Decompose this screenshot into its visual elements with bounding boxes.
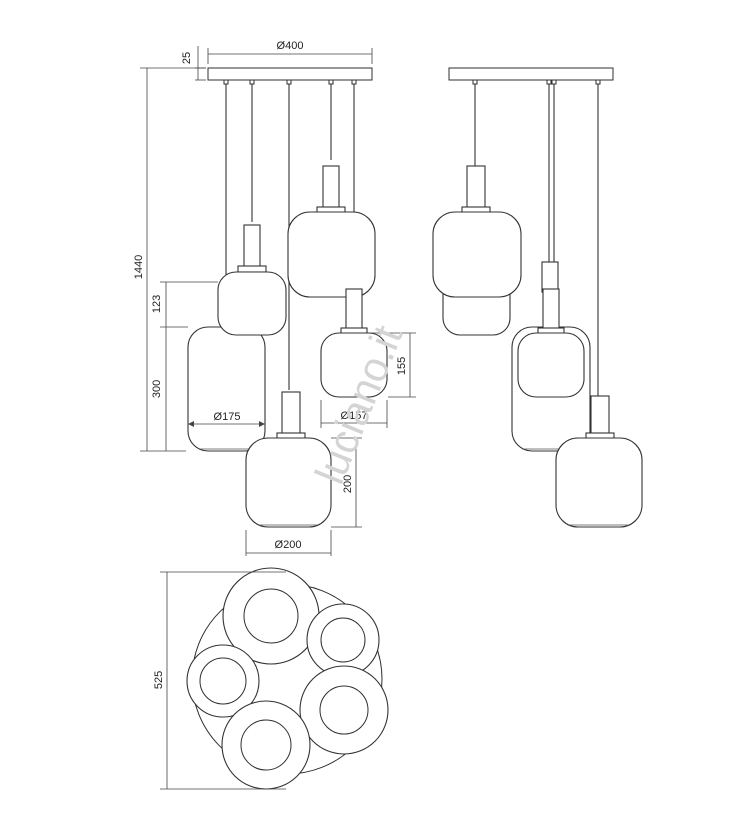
side-large-shade — [555, 395, 643, 528]
large-shade — [245, 391, 332, 528]
large-shade-diameter-label: Ø200 — [275, 539, 302, 551]
dim-total-height: 1440 — [133, 67, 206, 452]
dim-medium-shade-diameter: Ø157 — [320, 400, 388, 428]
top-view: 525 — [153, 567, 389, 790]
small-shade-height-label: 123 — [151, 295, 163, 313]
large-shade-height-label: 200 — [342, 475, 354, 493]
top-view-diameter-label: 525 — [153, 671, 165, 689]
medium-shade-height-label: 155 — [396, 357, 408, 375]
dim-tall-shade-diameter: Ø175 — [188, 411, 265, 427]
watermark: luciano.it — [306, 319, 412, 491]
dim-small-shade-height: 123 — [151, 281, 218, 328]
top-shade-lower-right — [299, 665, 389, 755]
top-shade-bottom — [221, 700, 311, 790]
side-cords — [474, 84, 599, 396]
side-medium-shade — [517, 288, 585, 398]
canopy-height-label: 25 — [181, 52, 193, 64]
canopy — [207, 67, 373, 81]
cord-anchors — [223, 79, 357, 85]
upper-shade — [287, 165, 376, 298]
tall-shade — [187, 326, 266, 452]
front-view: Ø400 25 1440 123 300 — [133, 40, 416, 556]
top-shade-left — [186, 644, 260, 718]
canopy-diameter-label: Ø400 — [277, 40, 304, 52]
dim-top-view-diameter: 525 — [153, 571, 286, 790]
top-shade-upper — [222, 567, 320, 665]
medium-shade-diameter-label: Ø157 — [341, 410, 368, 422]
dim-canopy-height: 25 — [181, 46, 206, 81]
dim-canopy-diameter: Ø400 — [207, 40, 373, 64]
side-cord-anchors — [472, 79, 601, 85]
tall-shade-diameter-label: Ø175 — [214, 411, 241, 423]
dim-large-shade-diameter: Ø200 — [245, 530, 332, 556]
dim-medium-shade-height: 155 — [370, 332, 416, 398]
tall-shade-height-label: 300 — [151, 380, 163, 398]
medium-shade — [320, 288, 388, 398]
side-upper-shade — [432, 165, 522, 298]
side-view — [432, 67, 643, 528]
dim-large-shade-height: 200 — [331, 437, 362, 528]
side-canopy — [448, 67, 614, 81]
dim-tall-shade-height: 300 — [151, 327, 167, 451]
small-shade — [217, 224, 287, 336]
total-height-label: 1440 — [133, 255, 145, 279]
top-shade-right — [306, 603, 380, 677]
